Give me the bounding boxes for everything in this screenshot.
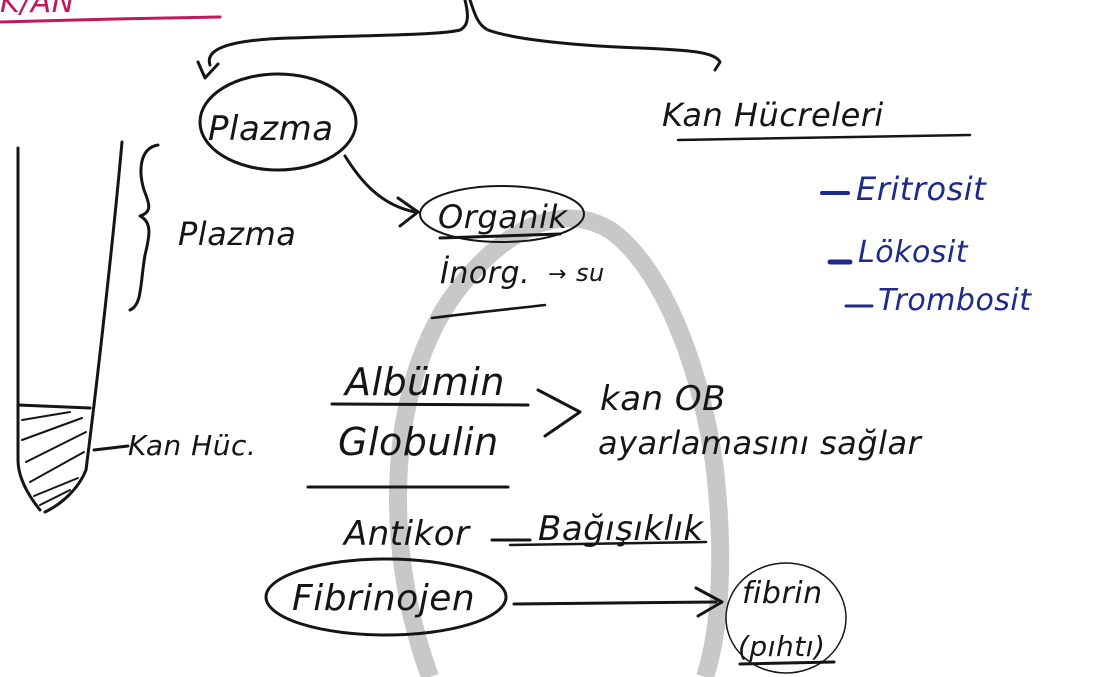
- watermark-loop: [388, 209, 730, 677]
- fibrin-label: fibrin: [742, 576, 823, 611]
- tube-hatching: [21, 411, 87, 506]
- organic-circle: [419, 185, 585, 243]
- plasma-to-organic-arrow: [343, 154, 417, 214]
- fibrinogen-label: Fibrinojen: [292, 578, 475, 619]
- tube-cells-pointer: [92, 444, 130, 452]
- ratio-result-line1: kan OB: [600, 379, 726, 419]
- fibrin-circle: [725, 562, 847, 674]
- plasma-circle: [198, 72, 358, 172]
- globulin-label: Globulin: [338, 420, 499, 464]
- clot-label: (pıhtı): [738, 630, 825, 663]
- cell-eritrosit: Eritrosit: [856, 170, 987, 208]
- arrow-head-fibrin: [694, 586, 724, 618]
- test-tube: [16, 140, 124, 514]
- ratio-result-line2: ayarlamasını sağlar: [598, 424, 923, 462]
- arrow-head-organic: [396, 196, 420, 228]
- tube-plasma-label: Plazma: [178, 215, 296, 253]
- organic-underline: [438, 232, 562, 240]
- top-brace: [207, 0, 722, 72]
- inorganic-underline: [430, 303, 547, 320]
- top-brace-left-tip: [196, 60, 220, 80]
- heading-underline: [676, 133, 972, 142]
- formed-elements-heading: Kan Hücreleri: [662, 96, 884, 134]
- tube-cells-label: Kan Hüc.: [128, 429, 256, 462]
- fibrinogen-circle: [264, 557, 508, 637]
- organic-label: Organik: [438, 198, 568, 236]
- clot-underline: [738, 660, 836, 666]
- inorganic-arrow: →: [548, 262, 567, 287]
- cell-trombosit: Trombosit: [878, 283, 1032, 318]
- fibrinogen-to-fibrin-arrow: [512, 600, 718, 606]
- albumin-label: Albümin: [342, 360, 505, 404]
- inorganic-label: İnorg.: [440, 255, 530, 291]
- top-left-fragment: K/AN: [0, 0, 75, 20]
- plasma-circled-label: Plazma: [208, 109, 334, 149]
- fraction-bar: [330, 402, 530, 407]
- tube-plasma-brace: [128, 143, 160, 312]
- red-underline: [0, 15, 222, 24]
- immunity-underline: [508, 540, 708, 547]
- cell-lokosit: Lökosit: [858, 235, 969, 270]
- tube-cell-layer: [16, 403, 92, 410]
- ratio-chevron: [536, 388, 582, 438]
- inorganic-result: su: [576, 259, 605, 287]
- antibody-label: Antikor: [342, 514, 471, 554]
